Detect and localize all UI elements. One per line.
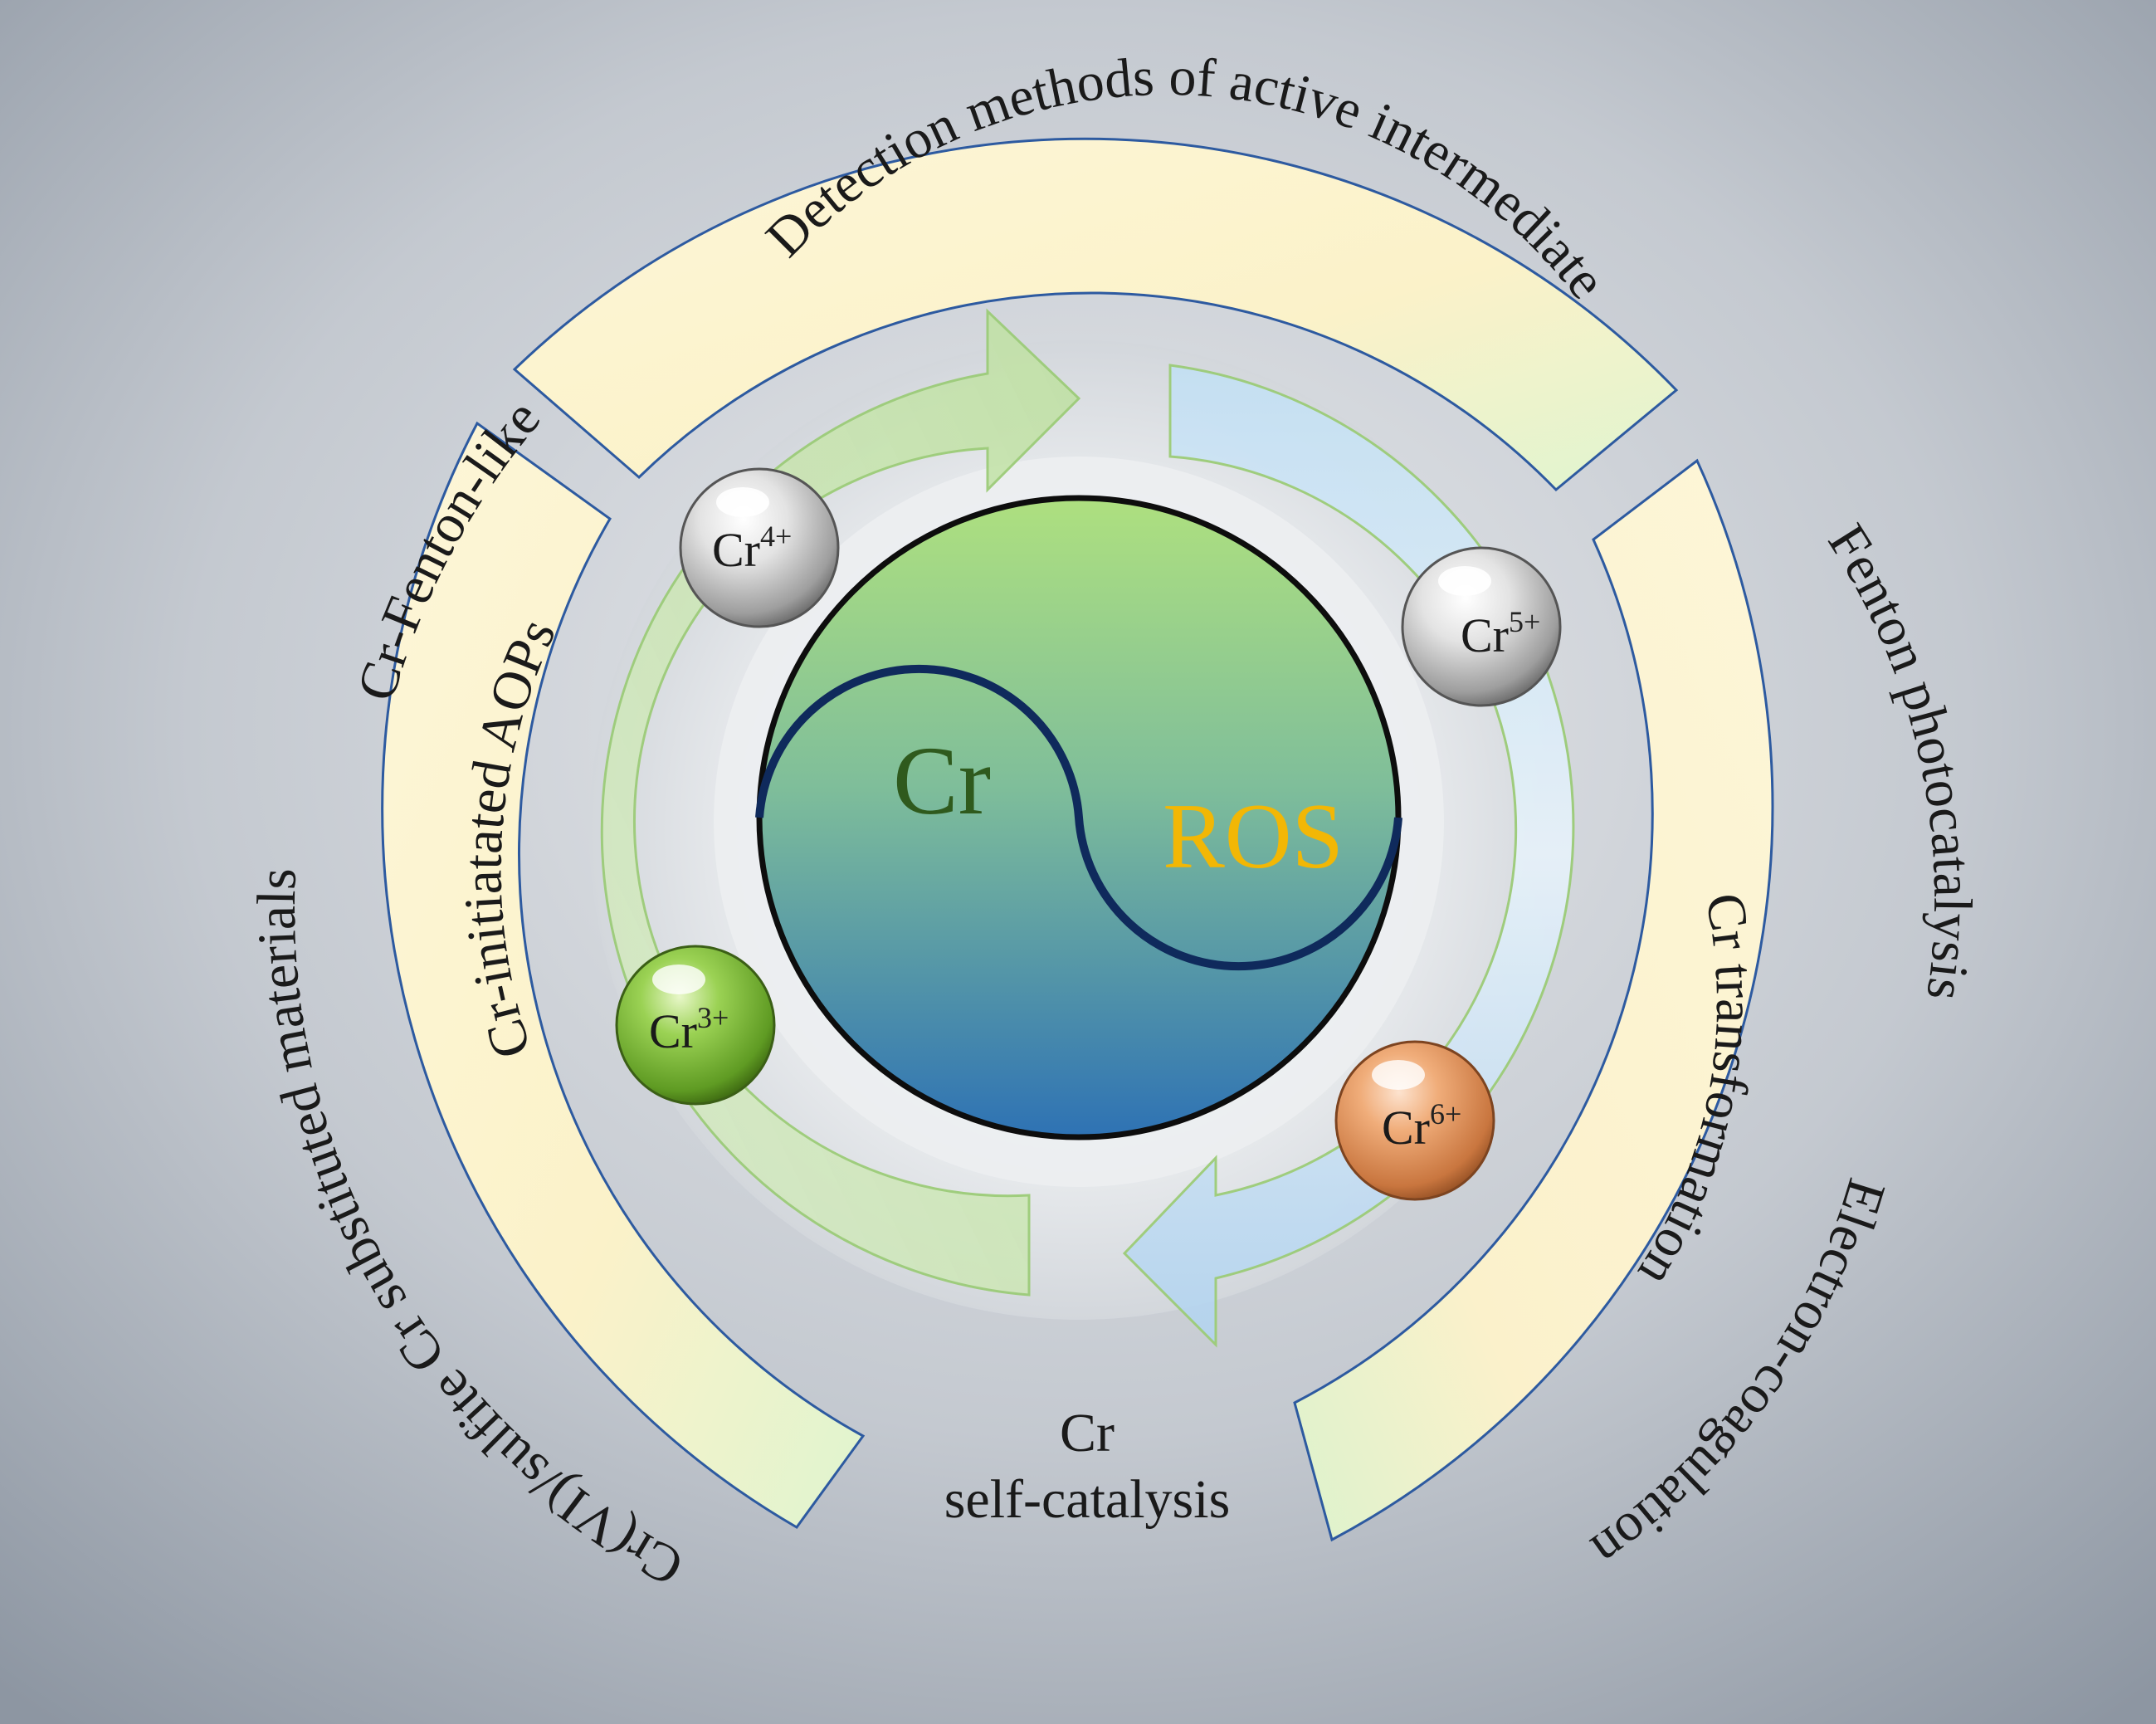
label-cr-self-catalysis-line1: Cr xyxy=(1060,1403,1115,1463)
ion-cr4-charge: 4+ xyxy=(760,520,792,553)
ion-cr6-label: Cr6+ xyxy=(1382,1097,1461,1155)
ion-cr5-label: Cr5+ xyxy=(1461,605,1540,662)
ion-cr6-symbol: Cr xyxy=(1382,1101,1430,1155)
ion-cr4: Cr4+ xyxy=(679,467,840,628)
ion-cr3-charge: 3+ xyxy=(697,1001,729,1034)
ion-cr5: Cr5+ xyxy=(1401,546,1562,707)
center-ros-label: ROS xyxy=(1163,785,1344,888)
orb-cr5-highlight xyxy=(1438,566,1491,596)
orb-cr6-highlight xyxy=(1372,1060,1425,1090)
ion-cr4-label: Cr4+ xyxy=(712,520,792,577)
ion-cr4-symbol: Cr xyxy=(712,523,760,577)
ion-cr6: Cr6+ xyxy=(1334,1040,1495,1201)
ion-cr3-label: Cr3+ xyxy=(649,1001,729,1058)
ion-cr3: Cr3+ xyxy=(615,945,776,1106)
band-top xyxy=(512,137,1679,492)
label-cr-self-catalysis-line2: self-catalysis xyxy=(944,1469,1231,1530)
orb-cr4-highlight xyxy=(716,487,769,517)
band-right xyxy=(1293,458,1774,1542)
ion-cr5-symbol: Cr xyxy=(1461,608,1509,662)
band-left xyxy=(381,421,866,1529)
ion-cr6-charge: 6+ xyxy=(1430,1097,1461,1131)
ion-cr5-charge: 5+ xyxy=(1509,605,1540,638)
ion-cr3-symbol: Cr xyxy=(649,1004,697,1058)
yin-yang-divider xyxy=(755,664,1402,971)
orb-cr3-highlight xyxy=(652,965,705,994)
center-cr-label: Cr xyxy=(893,726,991,835)
